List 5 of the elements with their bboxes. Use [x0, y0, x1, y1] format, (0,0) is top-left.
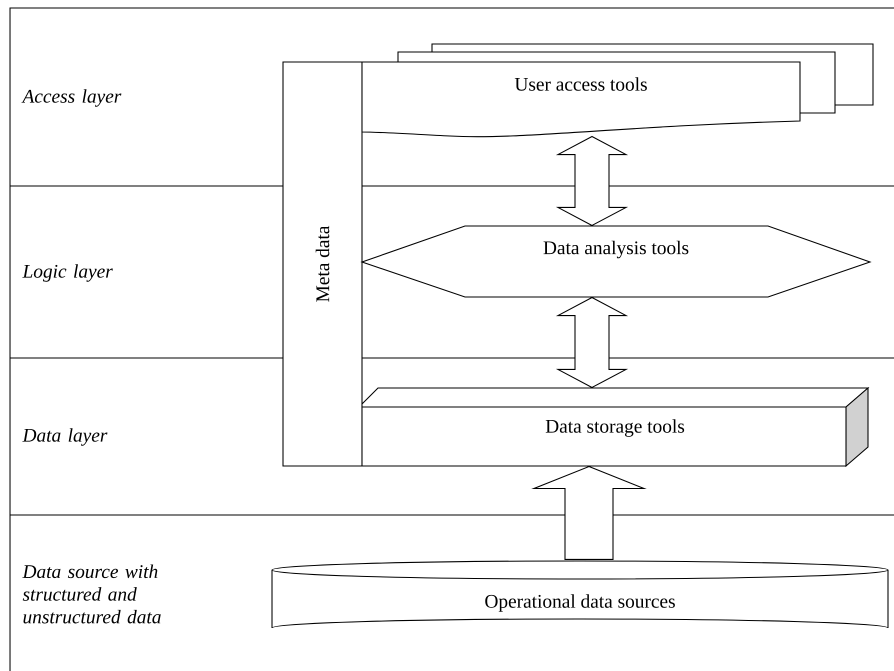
layer-label: Access layer	[21, 89, 122, 107]
meta-data-box: Meta data	[282, 61, 363, 467]
layer-label: Logic layer	[22, 264, 113, 282]
layer-label: Data layer	[22, 428, 108, 446]
layer-label: Data source with structured and unstructured data	[22, 564, 161, 624]
